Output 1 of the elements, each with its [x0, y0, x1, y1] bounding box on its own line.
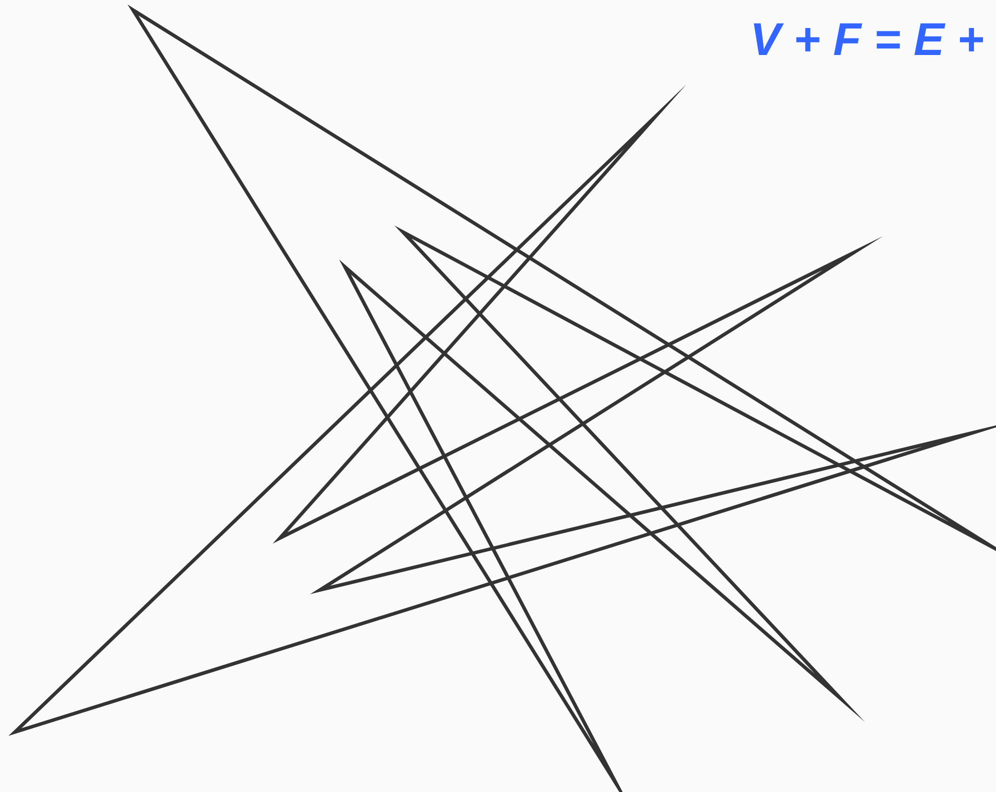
- formula-text: V + F = E +: [750, 14, 984, 65]
